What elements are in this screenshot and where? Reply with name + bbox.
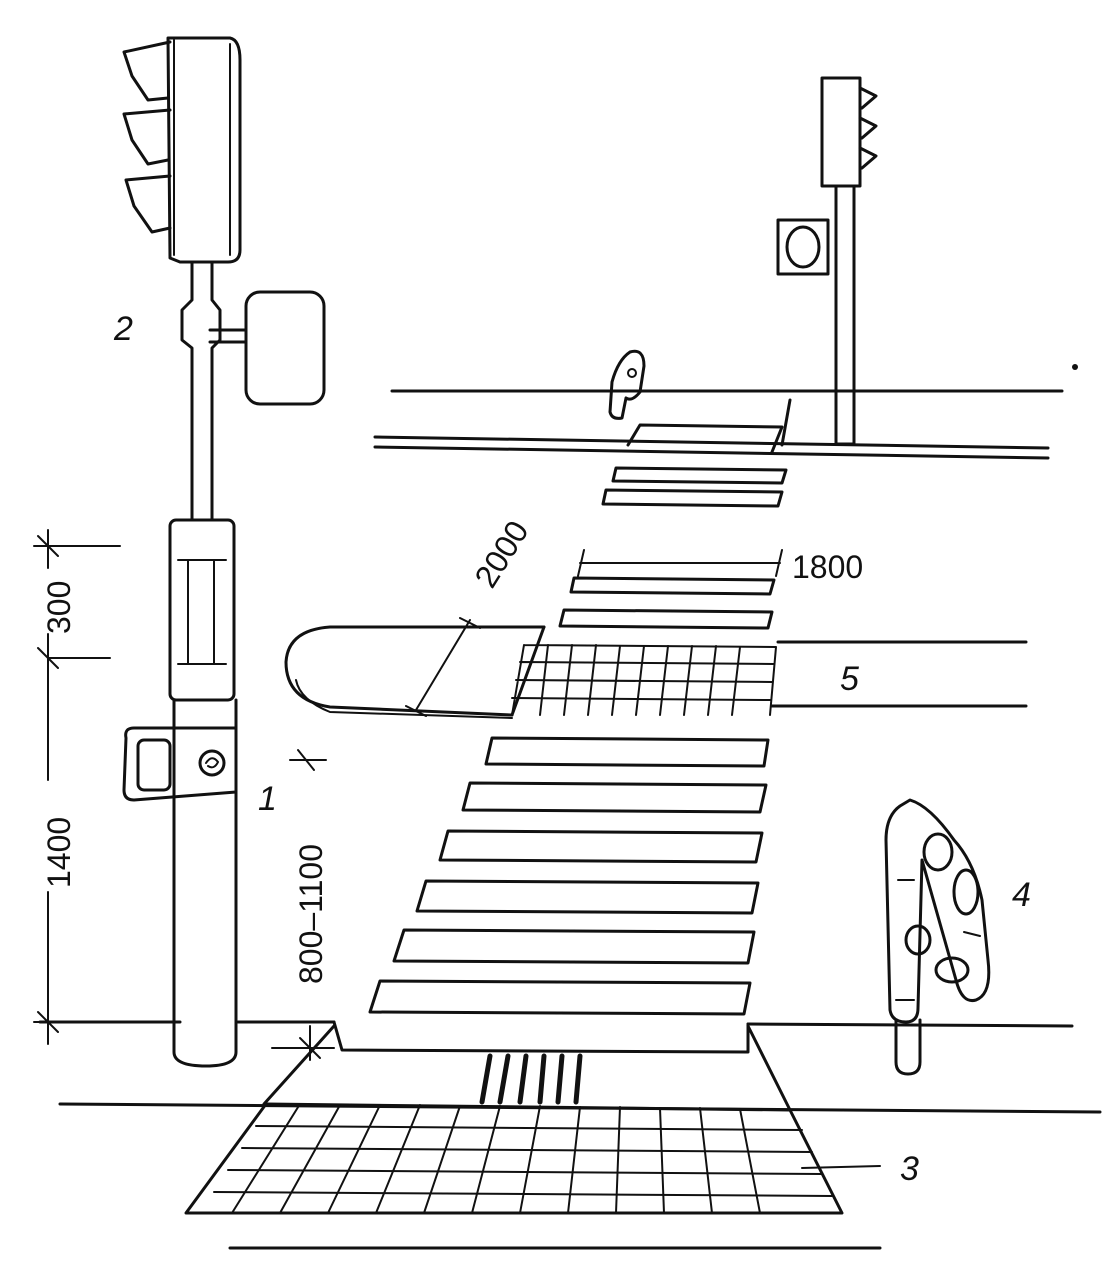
median-tactile-grid [539, 644, 741, 716]
dim-1400: 1400 [41, 817, 77, 888]
far-traffic-light [776, 76, 878, 446]
dim-300: 300 [41, 581, 77, 634]
tactile-paving-near [184, 1053, 882, 1250]
median-stripes [558, 576, 776, 630]
dimension-vertical [33, 529, 335, 1061]
dim-2000: 2000 [467, 514, 535, 593]
zebra-stripes [368, 736, 770, 1016]
median-island [284, 625, 1028, 719]
far-curb [373, 389, 1064, 460]
label-1: 1 [258, 780, 277, 818]
dim-800-1100: 800–1100 [293, 844, 329, 984]
label-5: 5 [840, 660, 859, 698]
main-traffic-light [122, 36, 326, 1068]
dimension-2000 [405, 617, 481, 717]
stray-dot [1072, 364, 1078, 370]
label-3: 3 [900, 1150, 919, 1188]
label-2: 2 [113, 310, 133, 348]
leader-3 [801, 1165, 881, 1169]
dim-1800: 1800 [792, 549, 863, 585]
label-4: 4 [1012, 876, 1031, 914]
far-sign-icon [608, 349, 646, 420]
far-stripes [601, 466, 788, 508]
dimension-1800 [577, 549, 783, 577]
warning-sign-post [884, 798, 991, 1076]
